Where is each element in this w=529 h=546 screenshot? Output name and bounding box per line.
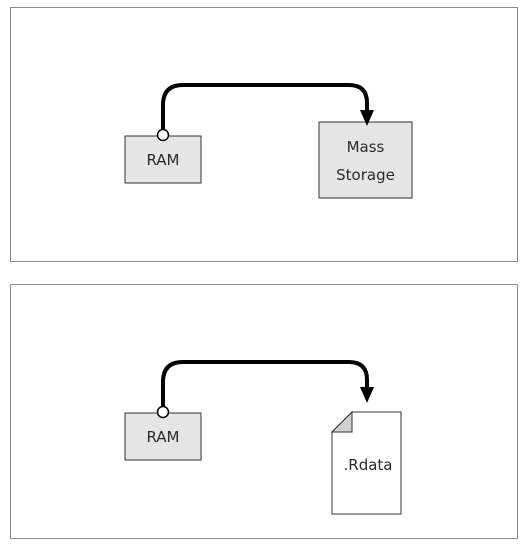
diagram-canvas: RAM .Rdata <box>124 360 402 515</box>
diagram-panel-rdata-file: RAM .Rdata <box>10 284 518 539</box>
mass-storage-box <box>318 121 413 199</box>
ram-label: RAM <box>146 428 179 446</box>
arrowhead <box>360 387 374 403</box>
mass-storage-label-line-1: Mass <box>347 138 385 156</box>
ram-label: RAM <box>146 151 179 169</box>
arrowhead <box>360 110 374 126</box>
mass-storage-label-line-2: Storage <box>336 166 395 184</box>
diagram-panel-mass-storage: RAM Mass Storage <box>10 7 518 262</box>
source-port-circle <box>156 405 170 419</box>
transfer-arrow <box>161 360 369 407</box>
source-port-circle <box>156 128 170 142</box>
ram-box <box>124 135 202 184</box>
diagram-canvas: RAM Mass Storage <box>124 83 413 199</box>
transfer-arrow <box>161 83 369 130</box>
rdata-file-label: .Rdata <box>344 456 393 474</box>
file-fold-corner <box>330 410 353 433</box>
